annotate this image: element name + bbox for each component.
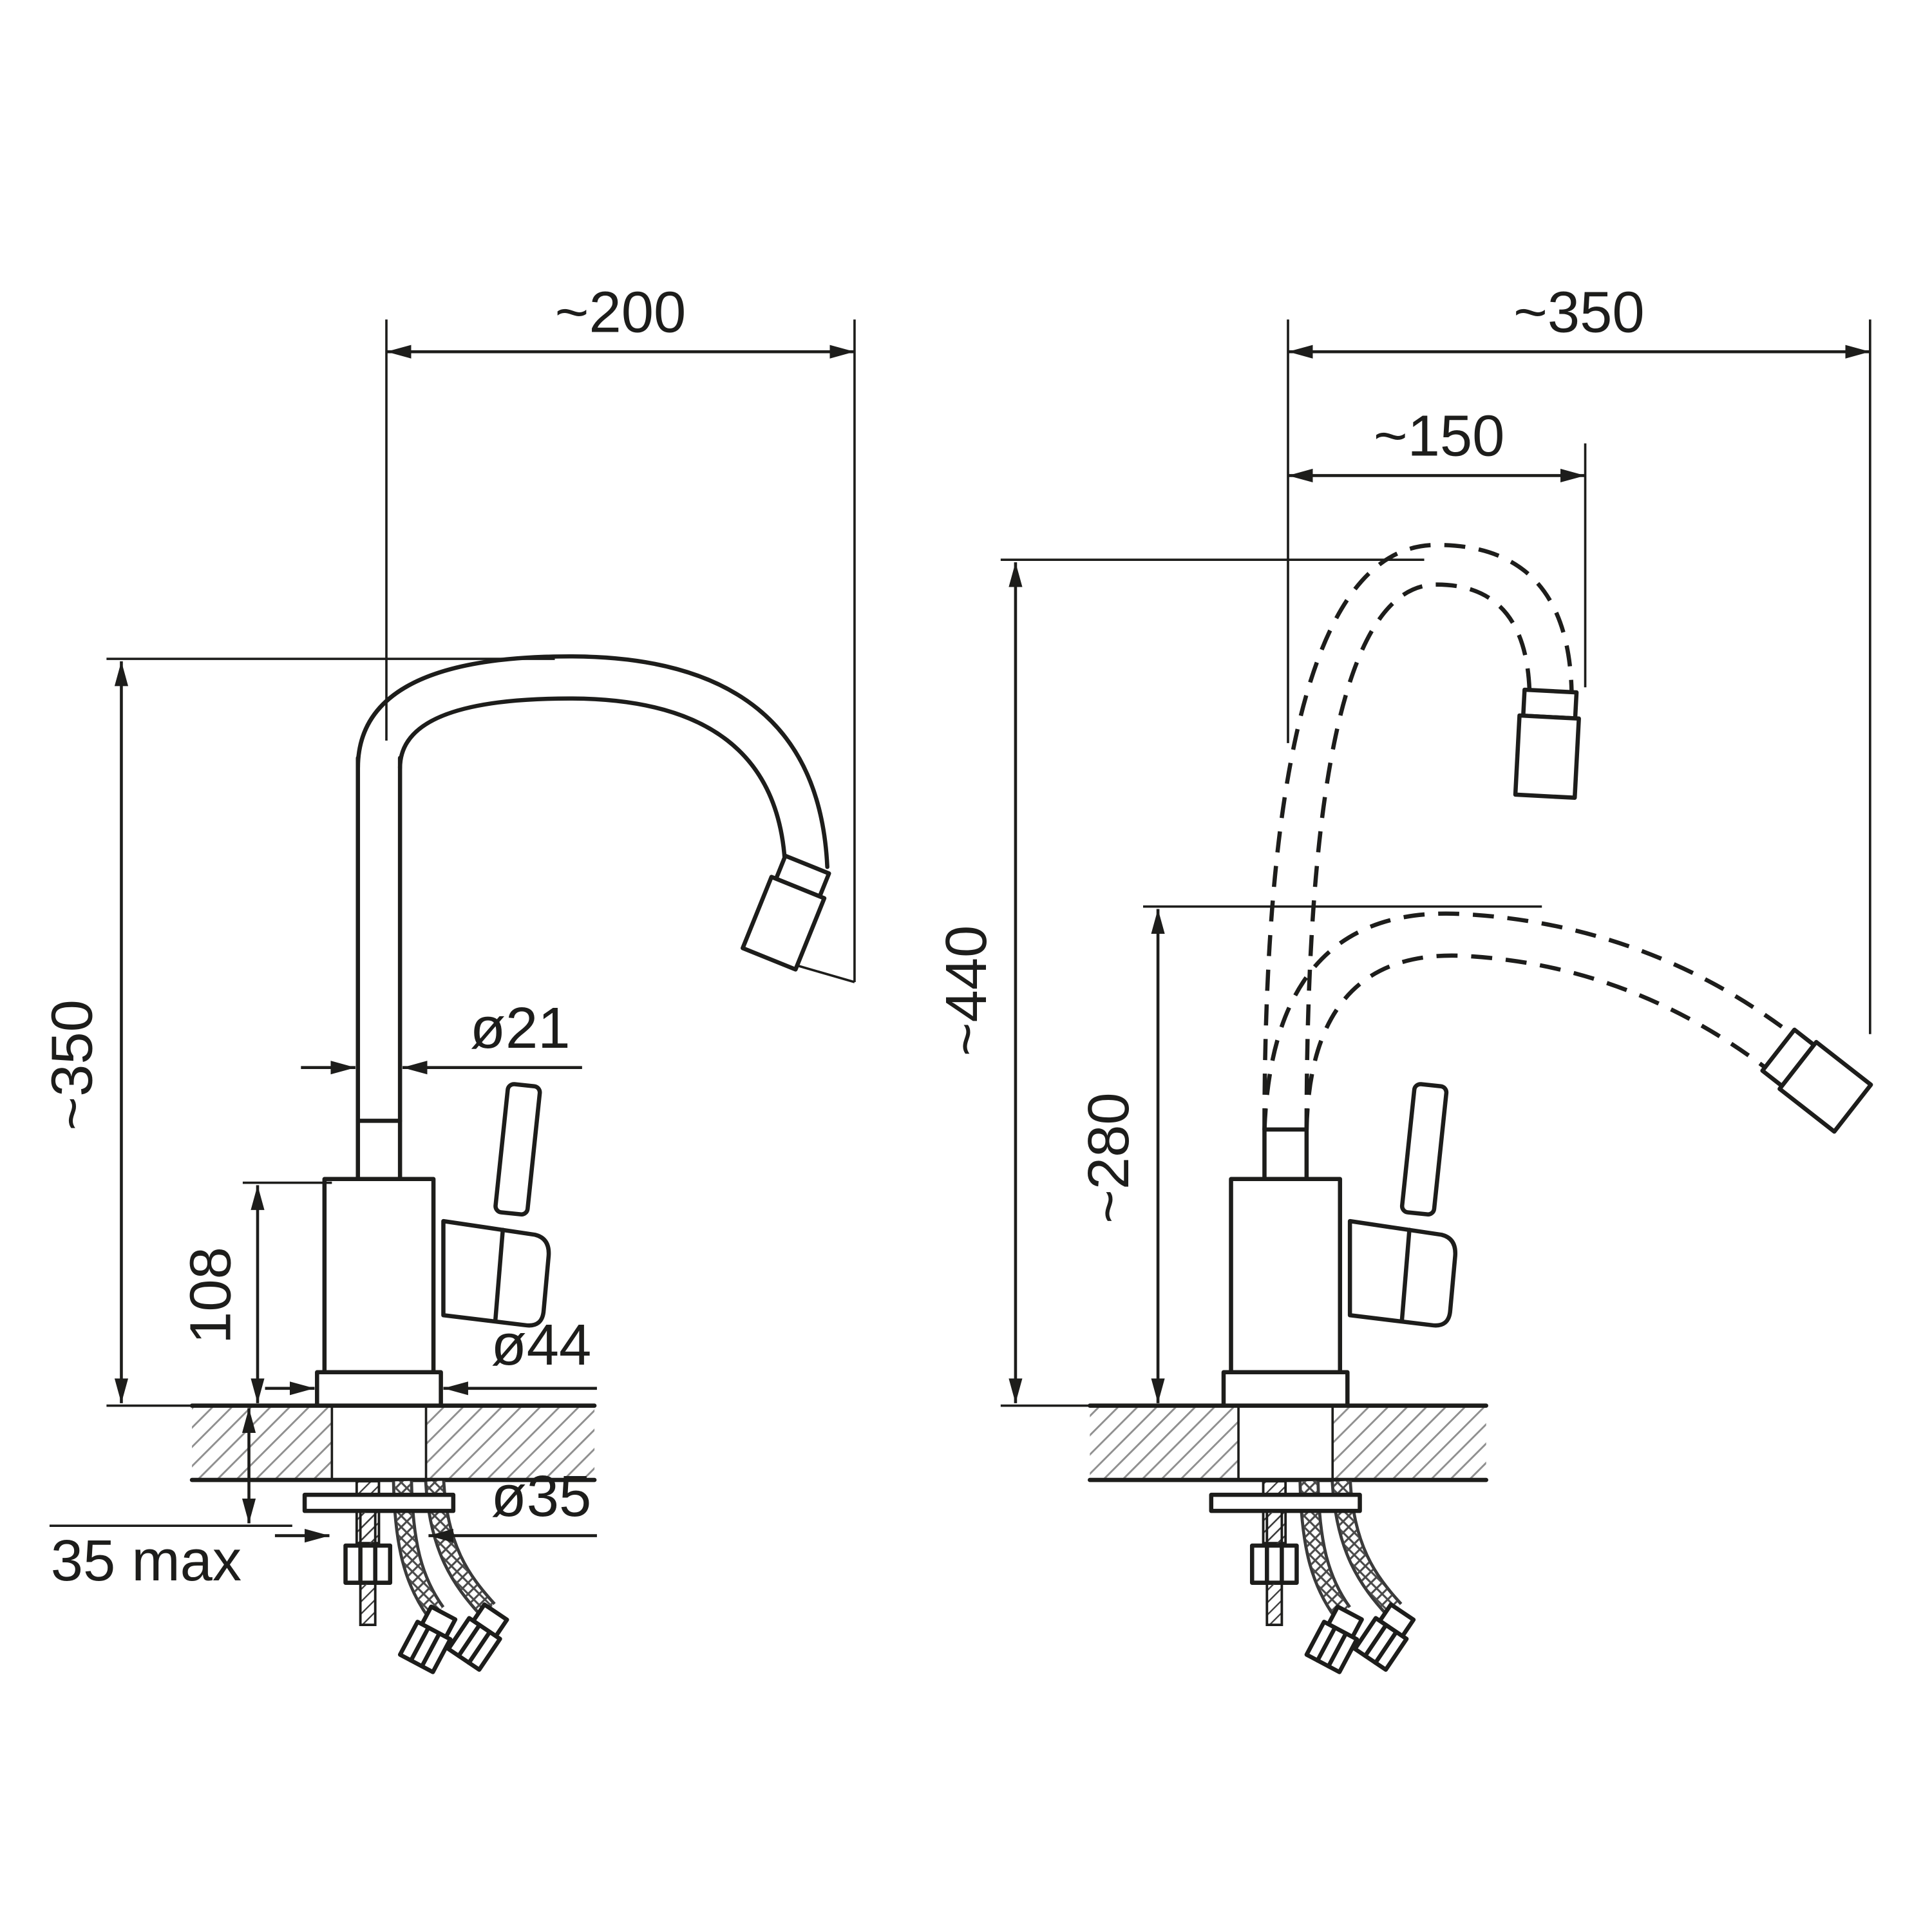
dim-label-width-350: ~350 [1513,279,1645,345]
spout-arc-outer [355,654,829,869]
dim-base-diameter-44: ø44 [265,1312,597,1396]
dim-label-reach-150: ~150 [1374,404,1505,469]
dim-reach-150: ~150 [1288,404,1587,688]
left-view: ~200 ~350 ø21 108 ø44 [39,279,856,1674]
hose-connector [446,1602,509,1672]
hose-connector [397,1604,458,1674]
dim-label-width-200: ~200 [555,279,687,345]
dim-hole-diameter-35: ø35 [274,1464,597,1543]
handle-lever [1399,1082,1449,1217]
right-view: ~350 ~150 ~440 ~280 [934,279,1873,1674]
hose-connector [1352,1602,1416,1672]
dim-height-280: ~280 [1076,905,1542,1403]
handle-cartridge [441,1218,551,1328]
dim-label-height-350: ~350 [39,999,104,1131]
dim-height-350: ~350 [39,658,555,1407]
spout-arc-inner [397,696,788,869]
dim-label-base-diameter: ø44 [491,1312,592,1378]
mounting-hardware [1209,1480,1362,1626]
base-flange [1221,1370,1350,1408]
spout-tip [1760,1027,1873,1134]
handle-lever [493,1082,542,1217]
spout-tip [741,853,831,972]
countertop [189,1403,597,1482]
dim-label-body-height: 108 [178,1247,243,1344]
countertop [1088,1403,1488,1482]
dim-spout-diameter-21: ø21 [301,996,582,1075]
spout-position-lowered [1262,911,1873,1134]
faucet-body [1221,1082,1457,1408]
spout-position-raised [1262,542,1581,1130]
spout-tip [1513,687,1581,800]
body-column [1229,1177,1343,1375]
faucet-body [315,654,855,1408]
dim-max-thickness: 35 max [49,1408,292,1593]
hose-connector [1304,1604,1364,1674]
dim-label-spout-diameter: ø21 [470,996,571,1061]
dim-width-350: ~350 [1287,279,1871,1034]
dim-label-height-440: ~440 [934,925,999,1057]
body-column [322,1177,436,1375]
dim-width-200: ~200 [385,279,856,982]
dim-height-440: ~440 [934,558,1425,1407]
handle-cartridge [1347,1218,1457,1328]
base-flange [315,1370,443,1408]
dim-body-height-108: 108 [178,1181,332,1403]
dim-label-max-thickness: 35 max [51,1528,242,1593]
mounting-hardware [302,1480,456,1626]
dim-label-hole-diameter: ø35 [491,1464,592,1529]
dim-label-height-280: ~280 [1076,1092,1141,1224]
